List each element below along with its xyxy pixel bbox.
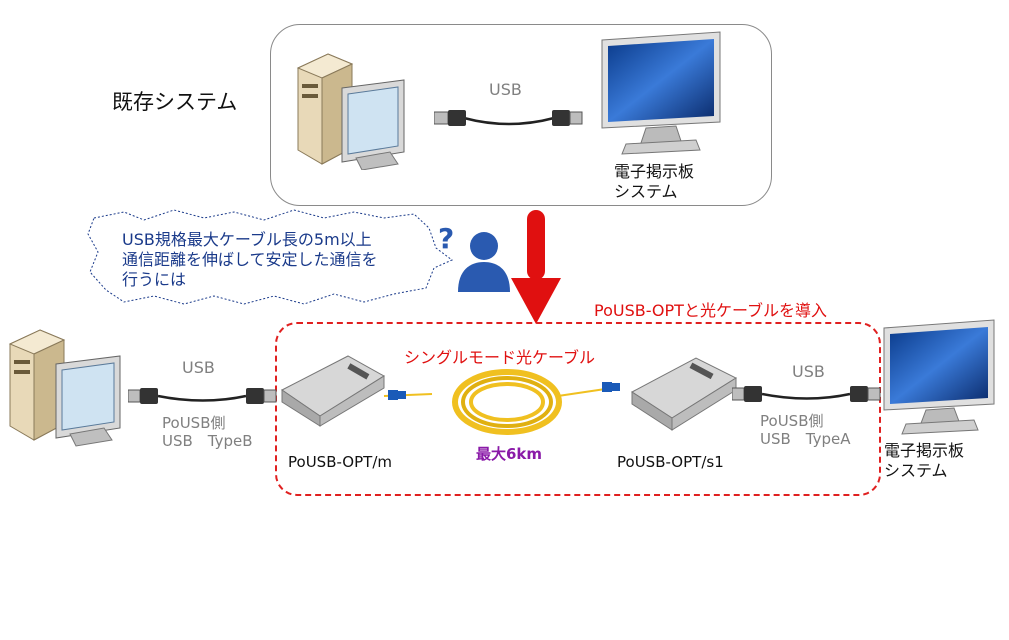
- right-display-label-2: システム: [884, 461, 948, 480]
- right-monitor-icon: [883, 319, 995, 435]
- right-display-label-1: 電子掲示板: [884, 441, 965, 460]
- monitor-icon: [601, 31, 721, 155]
- existing-display-label-2: システム: [614, 182, 678, 201]
- master-label: PoUSB-OPT/m: [288, 453, 392, 471]
- question-bubble: [87, 209, 453, 305]
- left-side-label-1: PoUSB側: [162, 414, 226, 432]
- pousb-opt-slave-device: [631, 357, 738, 431]
- pc-tower-icon: [296, 53, 405, 170]
- left-usb-cable-icon: [128, 388, 277, 404]
- right-usb-label: USB: [792, 362, 825, 381]
- person-icon: [458, 232, 510, 292]
- fiber-label: シングルモード光ケーブル: [404, 348, 596, 367]
- existing-display-label-1: 電子掲示板: [614, 162, 695, 181]
- bubble-line-1: USB規格最大ケーブル長の5m以上: [122, 230, 372, 249]
- fiber-coil-icon: [383, 369, 620, 435]
- question-mark: ?: [438, 222, 455, 255]
- solution-box: [275, 322, 881, 496]
- left-usb-label: USB: [182, 358, 215, 377]
- right-usb-cable-icon: [732, 386, 881, 402]
- right-side-label-2: USB TypeA: [760, 430, 851, 448]
- usb-cable-icon: [434, 110, 583, 126]
- pc-left-icon: [8, 329, 121, 447]
- slave-label: PoUSB-OPT/s1: [617, 453, 724, 471]
- left-side-label-2: USB TypeB: [162, 432, 253, 450]
- solution-title: PoUSB-OPTと光ケーブルを導入: [594, 301, 827, 320]
- distance-label: 最大6km: [476, 445, 543, 463]
- existing-system-title: 既存システム: [112, 90, 238, 114]
- bubble-line-2: 通信距離を伸ばして安定した通信を: [122, 250, 378, 269]
- right-side-label-1: PoUSB側: [760, 412, 824, 430]
- down-arrow-icon: [511, 210, 561, 324]
- existing-usb-label: USB: [489, 80, 522, 99]
- pousb-opt-master-device: [281, 355, 385, 427]
- bubble-line-3: 行うには: [122, 270, 187, 289]
